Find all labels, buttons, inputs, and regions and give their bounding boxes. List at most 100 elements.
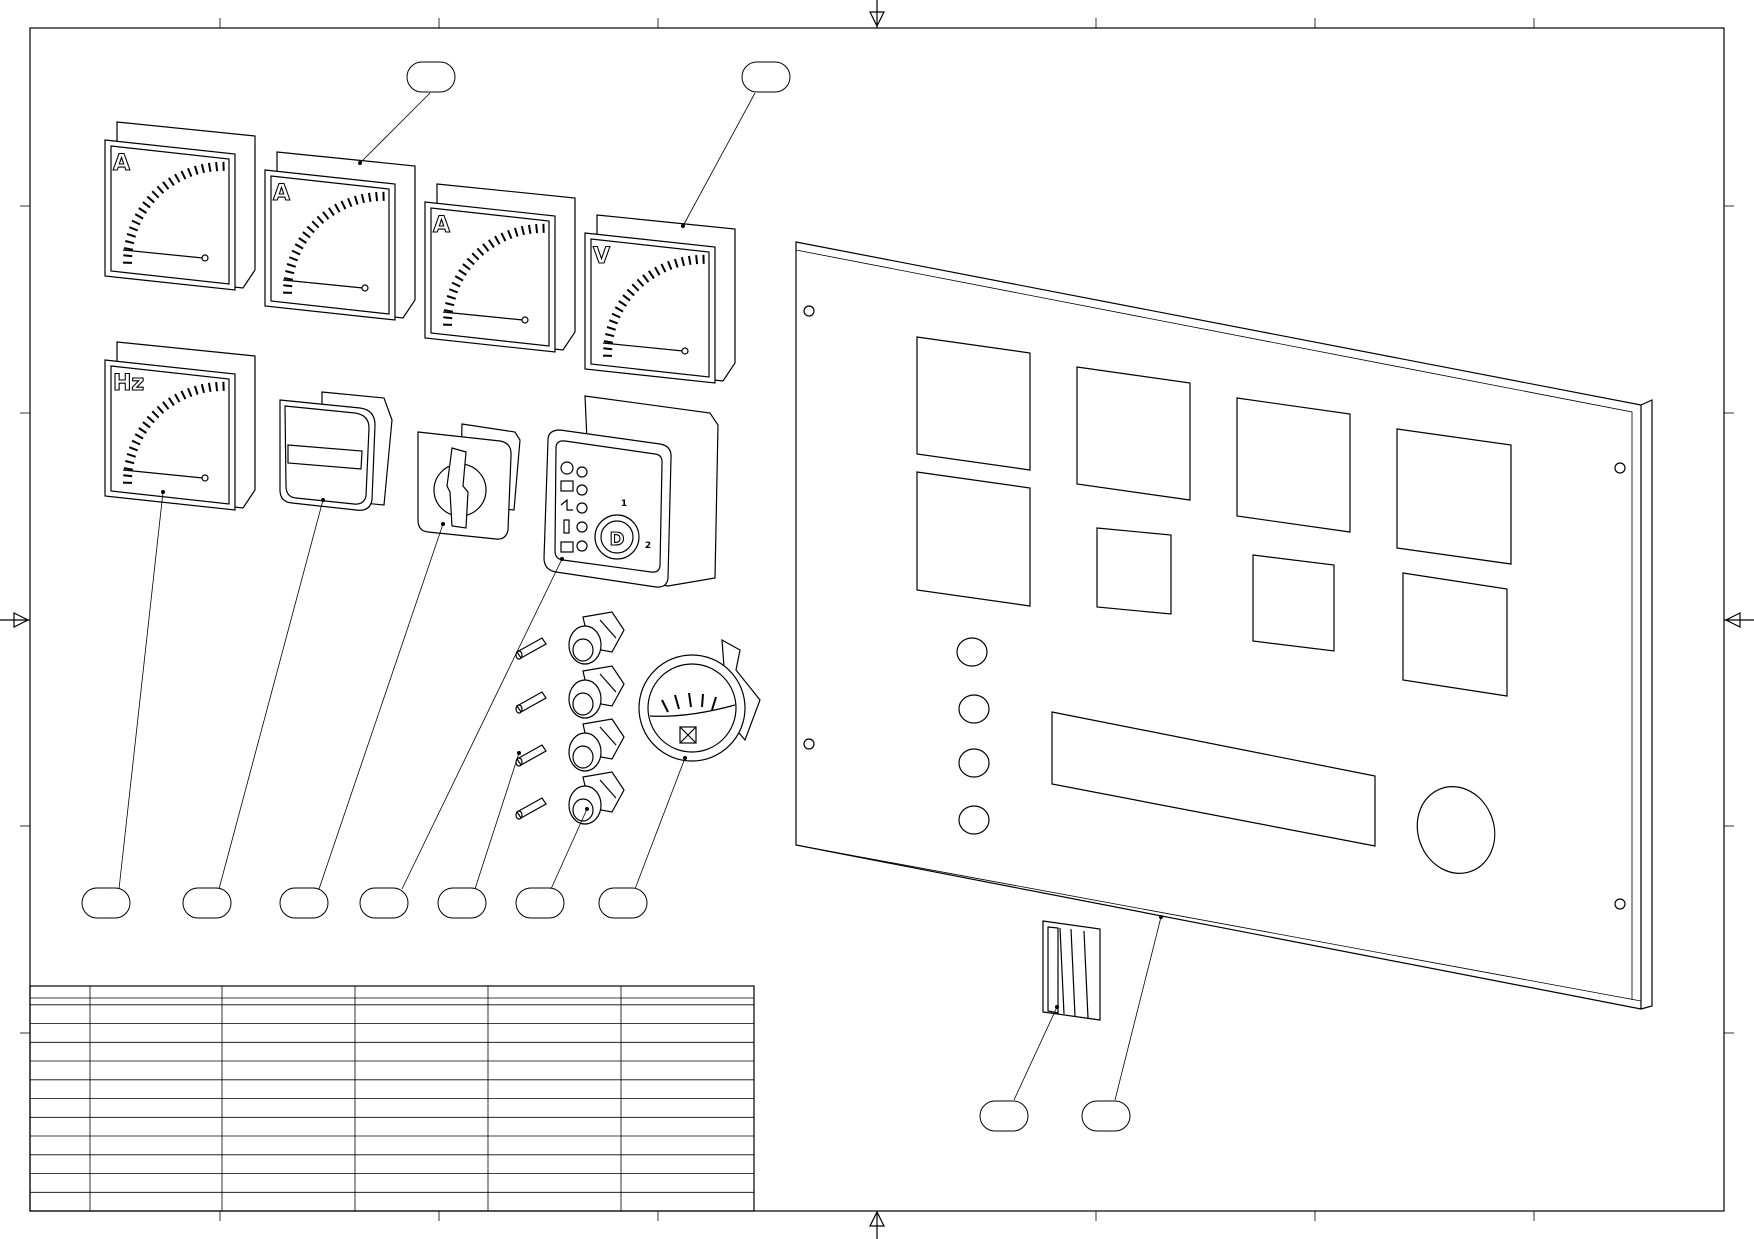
scale-tick bbox=[283, 277, 294, 281]
scale-tick bbox=[642, 274, 650, 283]
scale-tick bbox=[128, 226, 139, 232]
scale-tick bbox=[311, 220, 320, 229]
leader-dot bbox=[441, 522, 445, 526]
leader-line bbox=[318, 523, 444, 890]
selector-switch bbox=[417, 423, 521, 540]
scale-tick bbox=[156, 405, 165, 414]
meter-needle bbox=[602, 342, 684, 352]
scale-tick bbox=[146, 195, 155, 204]
item-balloon bbox=[182, 887, 232, 919]
leader-dot bbox=[683, 756, 687, 760]
scale-tick bbox=[603, 347, 613, 351]
scale-tick bbox=[142, 421, 151, 429]
key-switch-label: D bbox=[610, 529, 625, 550]
scale-tick bbox=[174, 173, 181, 183]
front-panel-plate bbox=[795, 241, 1653, 1010]
scale-tick bbox=[193, 165, 199, 175]
scale-tick bbox=[288, 256, 299, 262]
leader-line bbox=[634, 757, 686, 890]
meter-2: A bbox=[264, 151, 416, 321]
scale-tick bbox=[527, 224, 532, 234]
scale-tick bbox=[207, 382, 212, 392]
scale-tick bbox=[367, 192, 372, 202]
needle-pivot bbox=[201, 254, 209, 262]
scale-tick bbox=[462, 263, 471, 271]
item-balloon bbox=[81, 887, 131, 919]
leader-dot bbox=[1055, 1005, 1059, 1009]
scale-tick bbox=[695, 254, 699, 265]
scale-tick bbox=[443, 309, 454, 313]
fuse-4 bbox=[515, 797, 547, 820]
scale-tick bbox=[322, 211, 330, 220]
needle-pivot bbox=[201, 474, 209, 482]
scale-tick bbox=[131, 439, 141, 446]
scale-tick bbox=[631, 283, 640, 292]
scale-tick bbox=[603, 340, 614, 344]
meter-unit-label: A bbox=[433, 213, 450, 238]
needle-pivot bbox=[521, 316, 529, 324]
leader-dot bbox=[681, 224, 685, 228]
scale-tick bbox=[608, 319, 619, 325]
hour-counter bbox=[279, 391, 393, 511]
selector-knob bbox=[446, 447, 469, 529]
scale-tick bbox=[680, 256, 685, 267]
scale-tick bbox=[614, 306, 624, 313]
scale-tick bbox=[507, 229, 513, 239]
fuse-set bbox=[515, 611, 625, 825]
fuse-3 bbox=[515, 744, 547, 767]
scale-tick bbox=[535, 223, 539, 234]
scale-tick bbox=[180, 390, 187, 400]
meter-needle bbox=[122, 469, 204, 479]
leader-line bbox=[682, 92, 756, 227]
scale-tick bbox=[482, 243, 490, 252]
meter-3: A bbox=[424, 183, 576, 353]
leader-line bbox=[218, 499, 324, 890]
scale-tick bbox=[667, 260, 673, 270]
scale-tick bbox=[513, 227, 519, 237]
generator-controller: D 1 2 bbox=[543, 395, 719, 588]
scale-tick bbox=[142, 201, 151, 209]
centering-mark-right bbox=[1724, 612, 1754, 628]
leader-dot bbox=[161, 490, 165, 494]
scale-tick bbox=[375, 191, 379, 202]
leader-line bbox=[118, 491, 164, 890]
leader-dot bbox=[560, 557, 564, 561]
scale-tick bbox=[180, 170, 187, 180]
fuel-pump-icon bbox=[679, 726, 697, 744]
fuse-holder-1 bbox=[568, 611, 625, 665]
scale-tick bbox=[618, 300, 627, 307]
item-balloons bbox=[81, 61, 1131, 1132]
scale-tick bbox=[347, 197, 353, 207]
scale-tick bbox=[123, 467, 134, 471]
scale-tick bbox=[207, 162, 212, 172]
item-balloon bbox=[515, 887, 565, 919]
centering-mark-top bbox=[869, 0, 885, 28]
meter-unit-label: A bbox=[113, 151, 130, 176]
fuse-1 bbox=[515, 637, 547, 660]
needle-pivot bbox=[361, 284, 369, 292]
leader-line bbox=[1013, 1006, 1058, 1101]
scale-tick bbox=[302, 231, 311, 239]
key-position-1: 1 bbox=[621, 499, 627, 509]
scale-tick bbox=[360, 193, 365, 204]
meter-needle bbox=[442, 311, 524, 321]
display-slot bbox=[1051, 711, 1376, 847]
scale-tick bbox=[162, 401, 170, 410]
scale-tick bbox=[605, 333, 615, 338]
scale-tick bbox=[443, 316, 453, 320]
scale-tick bbox=[126, 233, 137, 238]
scale-tick bbox=[476, 247, 485, 256]
scale-tick bbox=[215, 381, 219, 392]
scale-tick bbox=[200, 163, 205, 174]
scale-tick bbox=[340, 200, 347, 210]
item-balloon bbox=[1081, 1100, 1131, 1132]
meter-unit-label: Hz bbox=[113, 371, 144, 396]
item-balloon bbox=[279, 887, 329, 919]
scale-tick bbox=[654, 266, 661, 276]
scale-tick bbox=[134, 433, 144, 440]
scale-tick bbox=[126, 453, 137, 458]
scale-tick bbox=[294, 243, 304, 250]
